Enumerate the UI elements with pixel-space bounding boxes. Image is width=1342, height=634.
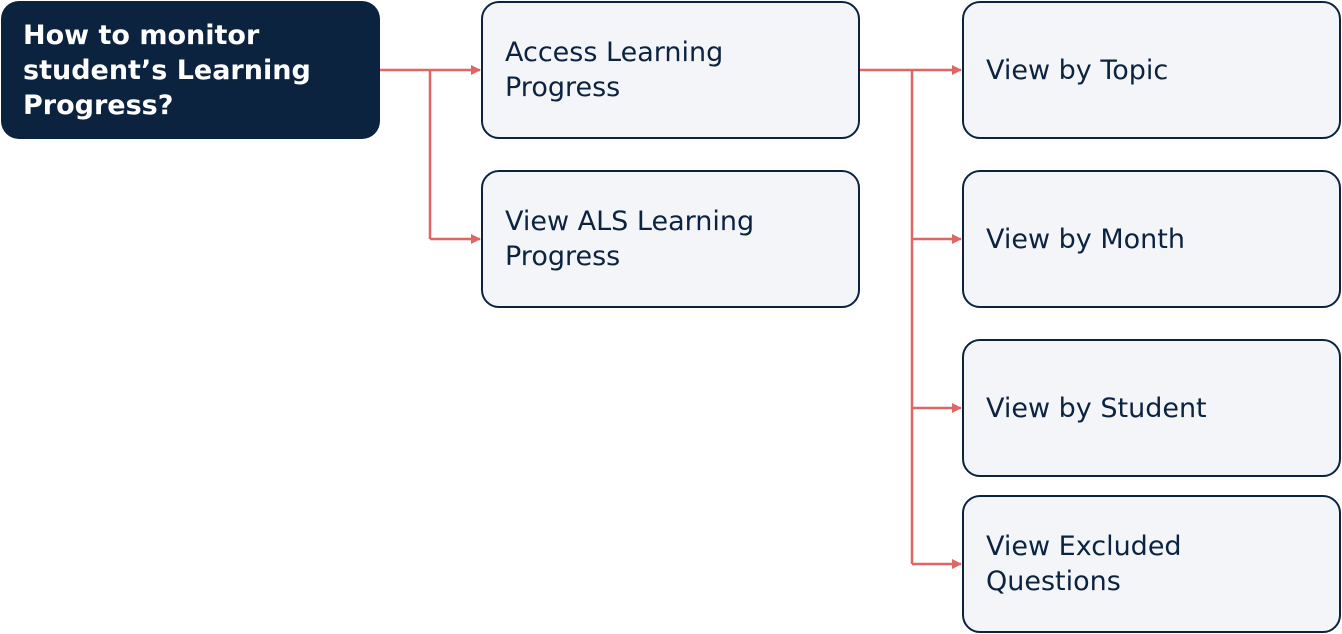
view-als-learning-progress-label: View ALS Learning Progress [505, 206, 755, 272]
view-by-month-node: View by Month [962, 170, 1341, 308]
root-question-node: How to monitor student’s Learning Progre… [1, 1, 380, 139]
view-by-month-label: View by Month [986, 223, 1185, 255]
root-question-label: How to monitor student’s Learning Progre… [23, 19, 311, 121]
view-by-student-label: View by Student [986, 392, 1207, 424]
view-by-student-node: View by Student [962, 339, 1341, 477]
access-learning-progress-node: Access Learning Progress [481, 1, 860, 139]
access-learning-progress-label: Access Learning Progress [505, 37, 724, 103]
view-by-topic-node: View by Topic [962, 1, 1341, 139]
view-excluded-questions-label: View Excluded Questions [986, 531, 1182, 597]
view-by-topic-label: View by Topic [986, 54, 1169, 86]
view-als-learning-progress-node: View ALS Learning Progress [481, 170, 860, 308]
view-excluded-questions-node: View Excluded Questions [962, 495, 1341, 633]
